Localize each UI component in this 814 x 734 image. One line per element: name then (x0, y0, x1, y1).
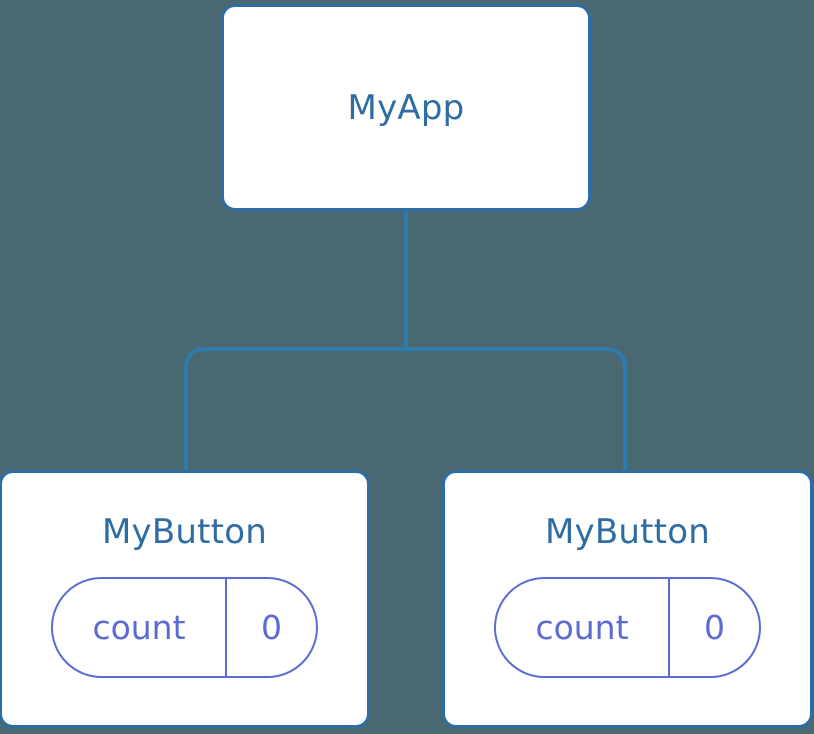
component-title: MyButton (545, 512, 710, 552)
state-key: count (53, 579, 227, 676)
edge-to-child-1 (406, 347, 627, 472)
component-title: MyButton (102, 512, 267, 552)
state-value: 0 (704, 608, 725, 647)
component-title: MyApp (347, 87, 465, 128)
state-pill[interactable]: count 0 (494, 577, 761, 678)
state-key: count (496, 579, 670, 676)
edge-to-child-0 (184, 347, 406, 472)
state-value: 0 (261, 608, 282, 647)
component-node-mybutton-0[interactable]: MyButton count 0 (0, 470, 370, 728)
component-node-myapp[interactable]: MyApp (221, 4, 591, 211)
state-pill[interactable]: count 0 (51, 577, 318, 678)
component-node-mybutton-1[interactable]: MyButton count 0 (442, 470, 813, 728)
